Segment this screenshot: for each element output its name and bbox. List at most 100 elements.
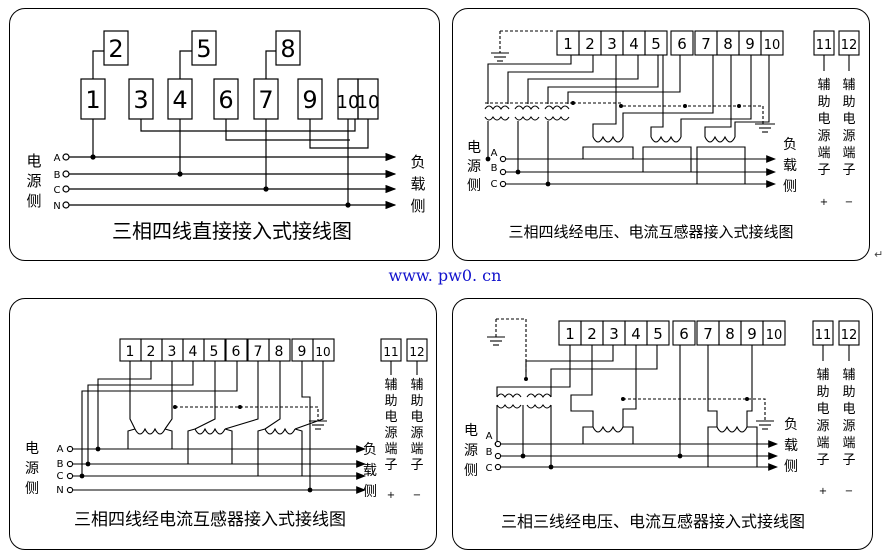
terminal-label: 2 [587,325,597,343]
terminal-label: 7 [701,35,711,53]
diagram-pt-ct-3wire: 1 2 3 4 5 6 7 8 9 10 11 12 A B C 电 源 侧 负… [464,318,860,531]
terminal-label: 4 [172,86,187,114]
terminal-label: 5 [210,344,219,360]
aux-label: 辅 [842,368,855,383]
phase-label: B [486,447,493,458]
panel-title: 三相四线经电流互感器接入式接线图 [74,510,346,530]
source-side-label: 源 [467,159,481,175]
terminal-label: 6 [677,35,687,53]
aux-label: 子 [842,163,855,178]
terminal-label: 3 [168,344,177,360]
aux-label: 源 [384,426,397,441]
aux-label: 源 [842,129,855,144]
source-side-label: 源 [25,461,39,477]
terminal-label: 1 [563,35,573,53]
source-side-label: 电 [467,140,481,156]
terminal-label: 2 [108,35,123,63]
source-side-label: 电 [464,423,478,439]
aux-label: 电 [816,402,829,417]
load-side-label: 负 [363,442,377,458]
aux-label: 端 [410,442,423,457]
phase-label: C [54,185,61,196]
aux-label: 助 [816,385,829,400]
terminal-label: 4 [189,344,198,360]
terminal-label: 5 [196,35,211,63]
load-side-label: 侧 [363,484,377,500]
terminal-label: 9 [747,325,757,343]
phase-label: N [53,201,60,212]
aux-label: 助 [842,385,855,400]
minus-sign: − [845,197,853,208]
panel-pt-ct-3wire: 1 2 3 4 5 6 7 8 9 10 11 12 A B C 电 源 侧 负… [452,298,873,550]
aux-label: 端 [842,146,855,161]
terminal-label: 4 [629,35,639,53]
aux-label: 源 [817,129,830,144]
load-side-label: 侧 [784,459,798,475]
source-side-label: 电 [25,441,39,457]
terminal-label: 12 [841,328,858,343]
terminal-label: 12 [841,38,858,53]
panel-title: 三相四线直接接入式接线图 [112,219,352,243]
panel-direct-4wire: 1 3 4 6 7 9 10 10 2 5 8 A B C N 电 源 侧 负 … [9,8,440,261]
minus-sign: − [845,486,853,497]
load-side-label: 负 [784,417,798,433]
terminal-label: 10 [357,92,380,113]
panel-pt-ct-4wire: 1 2 3 4 5 6 7 8 9 10 11 12 A B C 电 源 侧 负… [452,8,870,261]
terminal-label: 9 [745,35,755,53]
minus-sign: − [413,490,421,501]
plus-sign: + [819,486,827,497]
terminal-label: 3 [607,35,617,53]
aux-label: 子 [816,453,829,468]
load-side-label: 侧 [783,179,797,195]
terminal-box [275,30,301,66]
aux-label: 子 [842,453,855,468]
aux-label: 端 [816,436,829,451]
phase-label: C [486,463,493,474]
terminal-label: 1 [126,344,135,360]
aux-label: 端 [817,146,830,161]
phase-label: A [54,153,61,164]
phase-label: B [57,459,64,470]
load-side-label: 载 [410,175,425,193]
site-url[interactable]: www. pw0. cn [388,266,502,285]
source-side-label: 侧 [25,481,39,497]
terminal-label: 6 [218,86,233,114]
aux-label: 助 [842,95,855,110]
aux-label: 辅 [384,378,397,393]
terminal-label: 11 [816,38,833,53]
load-side-label: 载 [783,158,797,174]
phase-label: A [57,444,64,455]
load-side-label: 侧 [410,197,425,215]
load-side-label: 载 [784,438,798,454]
terminal-label: 8 [723,35,733,53]
panel-title: 三相四线经电压、电流互感器接入式接线图 [508,223,793,241]
plus-sign: + [820,197,828,208]
phase-label: C [491,179,498,190]
terminal-label: 10 [315,345,330,359]
source-side-label: 侧 [464,463,478,479]
aux-label: 端 [384,442,397,457]
load-side-label: 负 [410,153,425,171]
phase-label: A [486,431,493,442]
terminal-label: 7 [703,325,713,343]
terminal-box [103,30,129,66]
terminal-label: 11 [383,345,398,359]
terminal-label: 8 [280,35,295,63]
phase-label: N [56,485,63,496]
aux-label: 源 [410,426,423,441]
phase-label: B [491,163,498,174]
diagram-ct-4wire: 1 2 3 4 5 6 7 8 9 10 11 12 A B C N 电 源 侧… [25,338,428,530]
aux-label: 子 [817,163,830,178]
source-side-label: 源 [464,443,478,459]
panel-ct-4wire: 1 2 3 4 5 6 7 8 9 10 11 12 A B C N 电 源 侧… [9,298,437,550]
terminal-label: 1 [85,86,100,114]
terminal-label: 7 [254,344,263,360]
source-side-label: 侧 [26,192,41,210]
terminal-label: 2 [147,344,156,360]
terminal-label: 6 [232,344,241,360]
terminal-label: 10 [337,92,360,113]
aux-label: 电 [817,112,830,127]
terminal-label: 9 [302,86,317,114]
aux-label: 源 [816,419,829,434]
terminal-label: 4 [631,325,641,343]
